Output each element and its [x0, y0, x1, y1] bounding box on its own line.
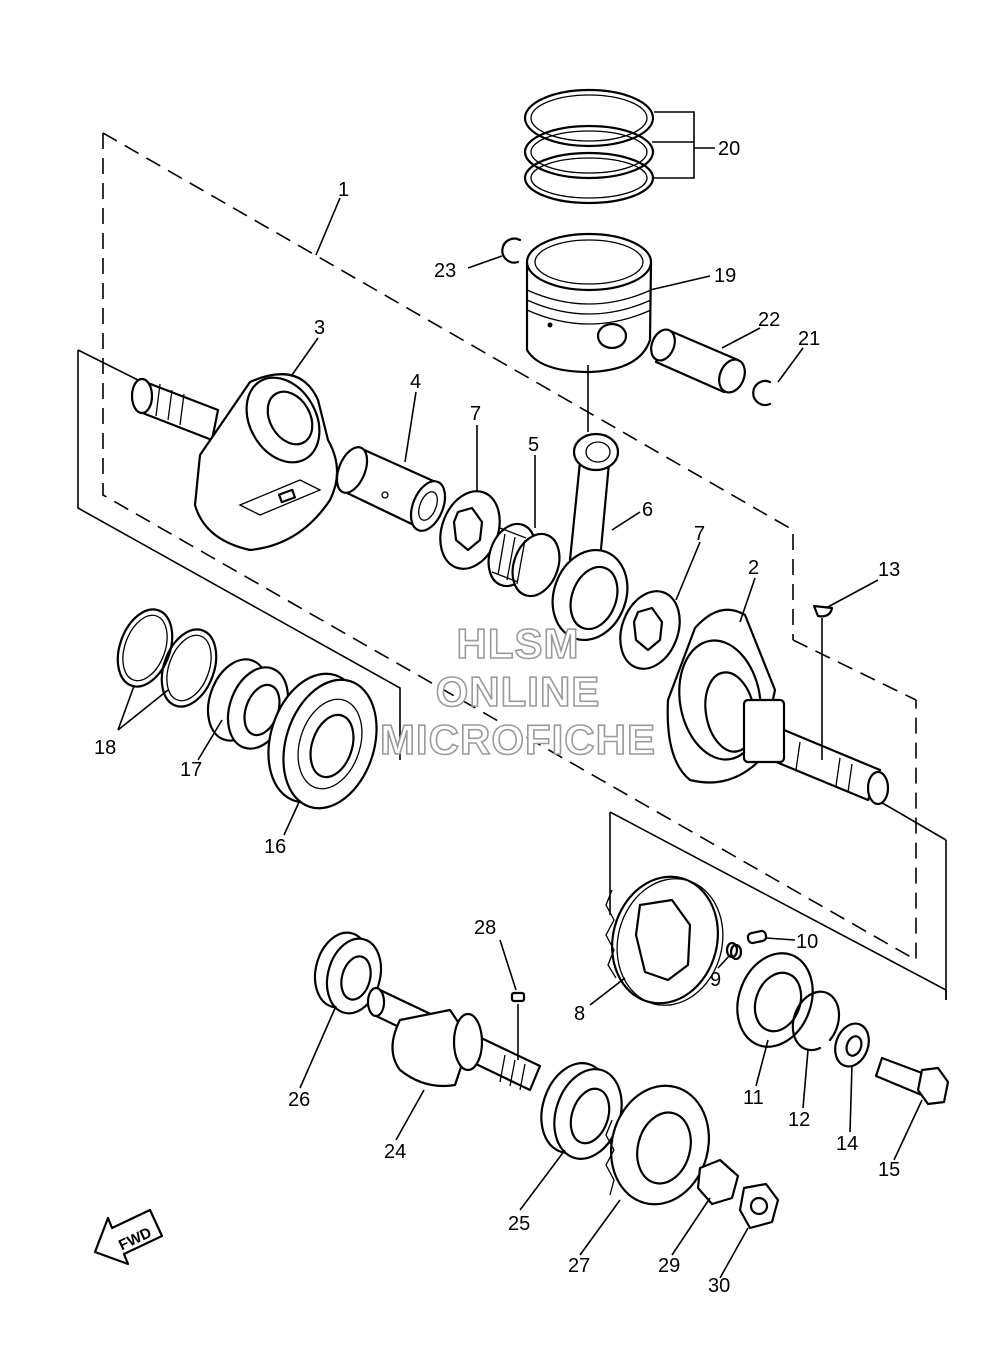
watermark-line-3: MICROFICHE [380, 716, 656, 763]
crankshaft-assembly-outline [102, 132, 917, 962]
callout-5: 5 [528, 434, 539, 456]
gear-pin [746, 929, 768, 945]
callout-10: 10 [796, 931, 818, 953]
piston-rings [523, 88, 655, 205]
callout-14: 14 [836, 1133, 858, 1155]
circlip [791, 990, 841, 1052]
crank-washer-right [619, 590, 681, 670]
callout-8: 8 [574, 1003, 585, 1025]
piston [525, 232, 653, 374]
crankshaft-right [666, 608, 890, 806]
callout-12: 12 [788, 1109, 810, 1131]
balancer-drive-bearing [540, 1062, 623, 1160]
watermark-line-2: ONLINE [436, 668, 601, 715]
woodruff-key [812, 604, 834, 618]
bearing-group-bracket [77, 349, 401, 760]
callout-13: 13 [878, 559, 900, 581]
callout-21: 21 [798, 328, 820, 350]
balancer-key [510, 991, 526, 1003]
o-rings [116, 608, 218, 708]
callout-7a: 7 [470, 403, 481, 425]
callouts: 1 20 23 19 22 21 3 4 7 5 6 7 2 13 18 17 … [94, 138, 900, 1297]
piston-pin-clip-right [752, 379, 772, 407]
lock-washer [696, 1158, 740, 1206]
watermark-line-1: HLSM [457, 620, 580, 667]
callout-6: 6 [642, 499, 653, 521]
callout-9: 9 [710, 969, 721, 991]
callout-25: 25 [508, 1213, 530, 1235]
callout-2: 2 [748, 557, 759, 579]
gear-spring [725, 941, 743, 961]
balancer-bearing [313, 931, 383, 1015]
balancer-drive-gear [605, 1084, 710, 1206]
watermark: HLSM ONLINE MICROFICHE [379, 619, 656, 764]
callout-20: 20 [718, 138, 740, 160]
gear-plate [736, 952, 814, 1048]
fwd-arrow-icon: FWD [93, 1208, 164, 1266]
piston-pin [650, 328, 746, 394]
crank-pin [335, 446, 447, 532]
callout-4: 4 [410, 371, 421, 393]
callout-15: 15 [878, 1159, 900, 1181]
washer [834, 1022, 870, 1068]
needle-bearing [487, 522, 561, 598]
piston-pin-clip-left [501, 237, 522, 264]
connecting-rod [551, 432, 629, 642]
callout-11: 11 [743, 1087, 764, 1109]
callout-26: 26 [288, 1089, 310, 1111]
crank-bearing [267, 672, 378, 810]
callout-27: 27 [568, 1255, 590, 1277]
callout-23: 23 [434, 260, 456, 282]
bolt [874, 1056, 950, 1106]
nut [738, 1182, 780, 1230]
callout-7b: 7 [694, 523, 705, 545]
callout-28: 28 [474, 917, 496, 939]
oil-seal [206, 658, 290, 750]
balancer-shaft [366, 986, 542, 1092]
callout-3: 3 [314, 317, 325, 339]
primary-drive-gear [605, 875, 724, 1006]
callout-16: 16 [264, 836, 286, 858]
callout-30: 30 [708, 1275, 730, 1297]
crankshaft-left [130, 373, 339, 552]
leader-lines [117, 111, 923, 1279]
callout-18: 18 [94, 737, 116, 759]
callout-29: 29 [658, 1255, 680, 1277]
callout-24: 24 [384, 1141, 406, 1163]
callout-17: 17 [180, 759, 202, 781]
callout-1: 1 [338, 179, 349, 201]
callout-22: 22 [758, 309, 780, 331]
callout-19: 19 [714, 265, 736, 287]
